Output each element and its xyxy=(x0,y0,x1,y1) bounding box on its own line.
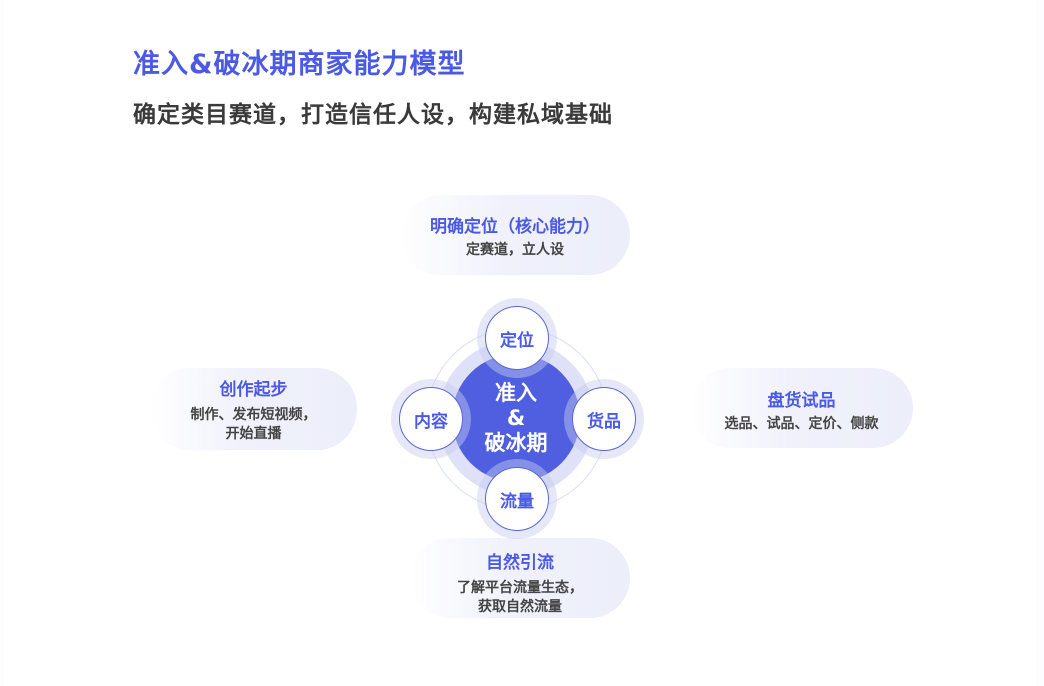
core-line: 破冰期 xyxy=(484,430,548,455)
card-heading: 盘货试品 xyxy=(767,391,836,411)
core-line: 准入 xyxy=(495,380,537,405)
node-content: 内容 xyxy=(399,387,463,451)
card-heading: 创作起步 xyxy=(219,380,288,400)
node-traffic: 流量 xyxy=(485,467,549,531)
node-product: 货品 xyxy=(572,387,636,451)
node-positioning: 定位 xyxy=(485,306,549,370)
page-title: 准入&破冰期商家能力模型 xyxy=(133,49,466,80)
card-desc: 获取自然流量 xyxy=(478,599,562,615)
card-positioning: 明确定位（核心能力） 定赛道，立人设 xyxy=(400,195,630,275)
core-circle: 准入 & 破冰期 xyxy=(452,354,580,482)
card-desc: 选品、试品、定价、侧款 xyxy=(724,416,879,432)
card-content-start: 创作起步 制作、发布短视频， 开始直播 xyxy=(150,368,357,450)
page-subtitle: 确定类目赛道，打造信任人设，构建私域基础 xyxy=(133,102,613,128)
core-line: & xyxy=(506,405,526,430)
card-desc: 了解平台流量生态， xyxy=(457,580,583,596)
card-desc: 制作、发布短视频， xyxy=(190,407,317,423)
card-natural-traffic: 自然引流 了解平台流量生态， 获取自然流量 xyxy=(410,538,630,618)
card-heading: 自然引流 xyxy=(486,553,554,573)
card-heading: 明确定位（核心能力） xyxy=(430,217,600,237)
card-desc: 开始直播 xyxy=(225,426,282,442)
card-desc: 定赛道，立人设 xyxy=(466,242,564,258)
card-product-trial: 盘货试品 选品、试品、定价、侧款 xyxy=(690,368,913,448)
